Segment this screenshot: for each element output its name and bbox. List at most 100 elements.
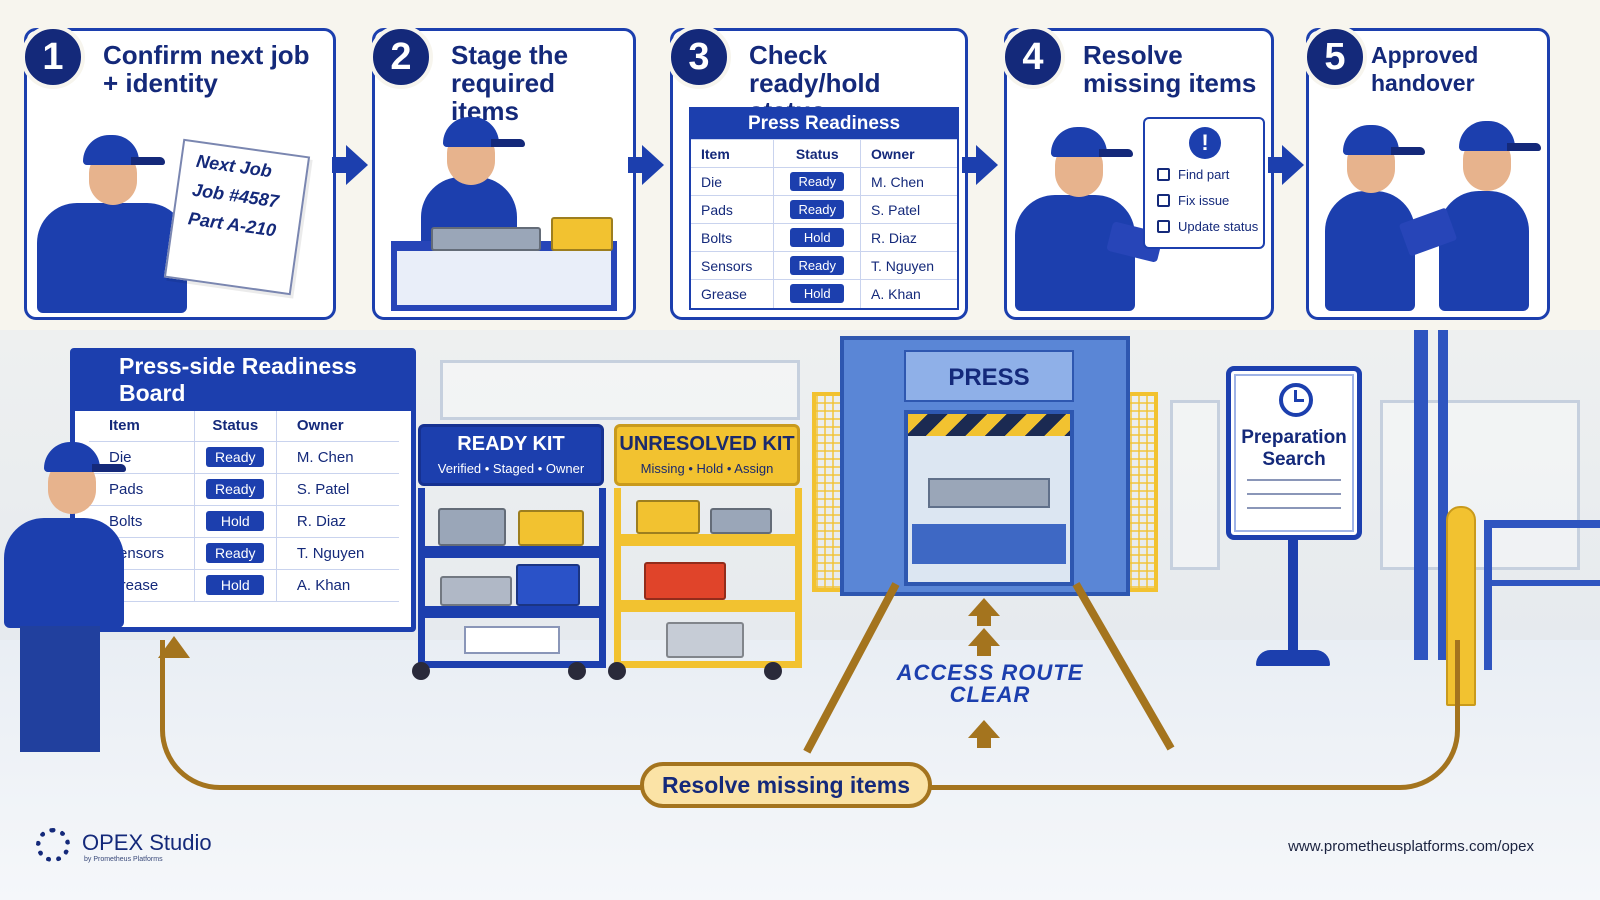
status-badge: Ready [790, 200, 845, 219]
status-badge: Hold [790, 284, 845, 304]
item-cell: Bolts [691, 223, 774, 252]
blue-crate [516, 564, 580, 606]
table-header-row: Item Status Owner [691, 139, 957, 168]
status-badge: Ready [790, 172, 845, 191]
status-badge: Ready [206, 447, 265, 467]
press-die-area [904, 410, 1074, 586]
press-machine: PRESS [840, 336, 1130, 596]
background-rack-left [440, 360, 800, 420]
item-cell: Grease [691, 279, 774, 308]
red-crate [644, 562, 726, 600]
safety-railing [1484, 580, 1600, 586]
owner-cell: S. Patel [276, 473, 399, 506]
metal-part [710, 508, 772, 534]
owner-cell: S. Patel [860, 195, 957, 224]
ready-kit-subtitle: Verified • Staged • Owner [437, 461, 585, 476]
step-title-2: Stage the required items [451, 40, 569, 126]
unresolved-kit-title: UNRESOLVED KIT [619, 433, 795, 455]
table-row: Grease Hold A. Khan [89, 569, 399, 602]
status-badge: Ready [206, 479, 265, 499]
press-label: PRESS [904, 350, 1074, 402]
arrow-right-icon [962, 145, 998, 185]
yellow-crate [636, 500, 700, 534]
owner-cell: T. Nguyen [276, 537, 399, 570]
arrow-right-icon [1268, 145, 1304, 185]
table-header-row: Item Status Owner [89, 411, 399, 442]
item-cell: Sensors [691, 251, 774, 280]
table-row: Sensors Ready T. Nguyen [691, 251, 957, 280]
status-badge: Ready [206, 543, 265, 563]
column-header-owner: Owner [860, 139, 957, 168]
checklist-item[interactable]: Update status [1157, 219, 1258, 234]
part-number: Part A-210 [186, 208, 278, 241]
unresolved-kit-cart [608, 488, 802, 680]
step-panel-4: 4 Resolve missing items ! Find part Fix … [1001, 25, 1274, 320]
arrow-right-icon [332, 145, 368, 185]
background-rack-right [1380, 400, 1580, 570]
safety-railing [1484, 520, 1492, 670]
status-badge: Hold [206, 511, 265, 531]
worker-legs [20, 626, 100, 752]
sign-post [1288, 540, 1298, 654]
press-bolster [912, 524, 1066, 564]
step-number-1: 1 [21, 25, 85, 89]
hazard-stripes [908, 414, 1070, 436]
resolve-checklist: ! Find part Fix issue Update status [1143, 117, 1265, 249]
status-badge: Hold [790, 228, 845, 247]
checkbox-icon[interactable] [1157, 220, 1170, 233]
table-row: Pads Ready S. Patel [691, 195, 957, 224]
item-cell: Die [691, 167, 774, 196]
column-header-owner: Owner [276, 411, 399, 442]
unresolved-kit-subtitle: Missing • Hold • Assign [640, 461, 774, 476]
access-route-label: ACCESS ROUTE CLEAR [896, 660, 1084, 707]
table-row: Sensors Ready T. Nguyen [89, 537, 399, 570]
up-arrow-icon [968, 628, 1000, 656]
column-header-item: Item [89, 411, 195, 442]
yellow-crate [518, 510, 584, 546]
metal-blocks [440, 576, 512, 606]
ready-kit-sign: READY KIT Verified • Staged • Owner [418, 424, 604, 486]
metal-parts [431, 227, 541, 251]
step-number-3: 3 [667, 25, 731, 89]
checkbox-icon[interactable] [1157, 194, 1170, 207]
brand-name: OPEX Studio [82, 830, 212, 855]
preparation-search-title: Preparation Search [1241, 427, 1347, 470]
status-badge: Ready [790, 256, 845, 275]
yellow-bollard [1446, 506, 1476, 706]
preparation-search-sign: Preparation Search [1226, 366, 1362, 540]
status-badge: Hold [206, 575, 265, 595]
press-readiness-table: Press Readiness Item Status Owner Die Re… [689, 107, 959, 310]
ready-kit-cart [412, 488, 606, 680]
exclamation-icon: ! [1189, 127, 1221, 159]
step-panel-3: 3 Check ready/hold status Press Readines… [667, 25, 968, 320]
item-cell: Pads [691, 195, 774, 224]
owner-cell: R. Diaz [276, 505, 399, 538]
checklist-item[interactable]: Fix issue [1157, 193, 1229, 208]
press-readiness-title: Press Readiness [691, 109, 957, 139]
item-cell: Pads [89, 473, 195, 506]
gray-bin [666, 622, 744, 658]
staging-cart [391, 241, 617, 311]
website-link[interactable]: www.prometheusplatforms.com/opex [1288, 838, 1534, 855]
resolve-missing-items-label: Resolve missing items [640, 762, 932, 808]
owner-cell: M. Chen [276, 441, 399, 474]
clock-icon [1279, 383, 1313, 417]
table-row: Grease Hold A. Khan [691, 279, 957, 308]
step-panel-5: 5 Approved handover [1303, 25, 1550, 320]
step-number-4: 4 [1001, 25, 1065, 89]
ready-kit-title: READY KIT [457, 433, 565, 455]
step-title-4: Resolve missing items [1083, 40, 1257, 98]
step-panel-2: 2 Stage the required items [369, 25, 636, 320]
column-header-item: Item [691, 139, 774, 168]
arrow-right-icon [628, 145, 664, 185]
table-row: Die Ready M. Chen [89, 441, 399, 474]
cart-label-plate [464, 626, 560, 654]
table-row: Pads Ready S. Patel [89, 473, 399, 506]
checklist-item[interactable]: Find part [1157, 167, 1229, 182]
up-arrow-icon [968, 720, 1000, 748]
step-title-1: Confirm next job + identity [103, 40, 310, 98]
checkbox-icon[interactable] [1157, 168, 1170, 181]
owner-cell: A. Khan [276, 569, 399, 602]
metal-die-part [438, 508, 506, 546]
sign-text-lines [1247, 479, 1341, 521]
